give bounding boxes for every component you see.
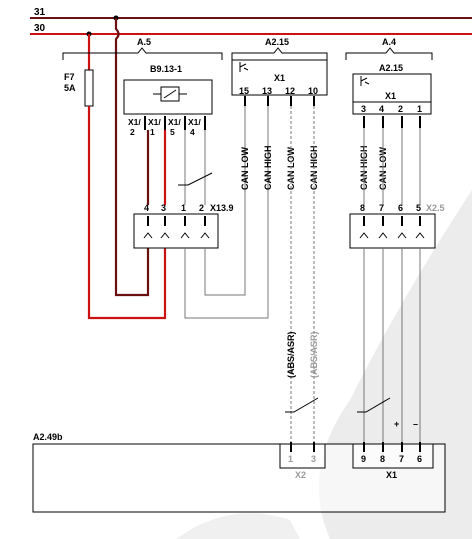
svg-text:12: 12: [285, 86, 295, 96]
svg-text:CAN LOW: CAN LOW: [240, 147, 250, 190]
x25-lower-wires: [363, 248, 421, 455]
svg-text:4: 4: [379, 104, 384, 114]
svg-text:X1/: X1/: [168, 117, 181, 127]
x2-connector-box: [279, 443, 326, 469]
x139-contacts: [147, 216, 206, 226]
a5-pin-labels: X1/ 2 X1/ 1 X1/ 5 X1/ 4: [128, 117, 201, 137]
svg-text:10: 10: [308, 86, 318, 96]
svg-text:1: 1: [181, 203, 186, 213]
a215-box: [231, 59, 328, 96]
svg-text:1: 1: [417, 104, 422, 114]
svg-text:X1/: X1/: [148, 117, 161, 127]
svg-text:6: 6: [417, 454, 422, 464]
x25-contacts: [363, 216, 421, 226]
a215-label: A2.15: [265, 37, 289, 47]
svg-text:X1/: X1/: [188, 117, 201, 127]
a4-wires: [363, 128, 421, 205]
svg-text:8: 8: [360, 203, 365, 213]
svg-text:2: 2: [199, 203, 204, 213]
svg-text:3: 3: [361, 104, 366, 114]
svg-text:3: 3: [161, 203, 166, 213]
a215-bracket: [231, 47, 328, 60]
svg-text:8: 8: [380, 454, 385, 464]
a4-label: A.4: [382, 37, 396, 47]
bus-31-drop-wire: [114, 18, 150, 297]
svg-text:9: 9: [361, 454, 366, 464]
a215-connector: X1: [274, 73, 285, 83]
a4-box: [352, 73, 432, 115]
fuse-f7: [84, 69, 94, 107]
svg-text:4: 4: [144, 203, 149, 213]
x2-label: X2: [295, 470, 306, 480]
x139-wire-2: [204, 95, 246, 296]
relay-symbol-diagonal: [163, 89, 177, 99]
abs-asr-label-2: (ABS/ASR): [309, 331, 319, 378]
x139-wire-1: [184, 95, 269, 319]
relay-label: B9.13-1: [150, 64, 182, 74]
watermark-arc: [176, 513, 300, 539]
x25-connector: [349, 213, 436, 249]
switch-symbol: [178, 172, 213, 186]
a249b-label: A2.49b: [33, 432, 63, 442]
svg-text:15: 15: [239, 86, 249, 96]
fuse-out-wire: [87, 106, 167, 320]
abs-asr-label-1: (ABS/ASR): [286, 331, 296, 378]
svg-text:4: 4: [190, 127, 195, 137]
svg-text:5: 5: [170, 127, 175, 137]
svg-text:X1/: X1/: [128, 117, 141, 127]
a4-connector: X1: [385, 91, 396, 101]
plus-sign: +: [394, 419, 399, 429]
a215-can-labels: CAN LOW CAN HIGH CAN LOW CAN HIGH: [240, 146, 319, 191]
minus-sign: –: [413, 419, 418, 429]
svg-text:2: 2: [130, 127, 135, 137]
bus-31-label: 31: [34, 7, 46, 18]
x1-contacts: [363, 442, 421, 452]
svg-text:7: 7: [379, 203, 384, 213]
x25-label: X2.5: [426, 203, 445, 213]
x1-label: X1: [386, 470, 397, 480]
svg-text:2: 2: [398, 104, 403, 114]
svg-text:1: 1: [150, 127, 155, 137]
x2-pin-3: 3: [311, 454, 316, 464]
fuse-name: F7: [64, 72, 75, 82]
a5-bracket: [62, 47, 223, 60]
relay-box: [123, 79, 213, 115]
bus-30-label: 30: [34, 23, 46, 34]
a4-contacts: [363, 116, 421, 128]
x25-switch-symbol: [357, 397, 391, 413]
x139-chevrons: [143, 232, 210, 239]
x2-pin-1: 1: [288, 454, 293, 464]
a4-sublabel: A2.15: [379, 63, 403, 73]
fuse-rating: 5A: [64, 83, 76, 93]
svg-text:6: 6: [398, 203, 403, 213]
a4-bracket: [345, 47, 433, 60]
a215-contacts: [244, 96, 315, 106]
x139-label: X13.9: [210, 203, 234, 213]
a5-label: A.5: [137, 37, 151, 47]
a4-symbol: [360, 76, 370, 86]
a4-pin-numbers: 3 4 2 1: [361, 104, 422, 114]
a215-symbol: [239, 62, 249, 72]
abs-switch-symbol: [285, 397, 319, 413]
a215-pin-numbers: 15 13 12 10: [239, 86, 318, 96]
svg-text:7: 7: [399, 454, 404, 464]
x139-pin-numbers: 4 3 1 2: [144, 203, 204, 213]
svg-text:5: 5: [416, 203, 421, 213]
x2-contacts: [290, 442, 315, 452]
svg-text:13: 13: [262, 86, 272, 96]
x1-pin-numbers: 9 8 7 6: [361, 454, 422, 464]
x25-chevrons: [359, 232, 425, 239]
x25-pin-numbers: 8 7 6 5: [360, 203, 421, 213]
svg-text:CAN HIGH: CAN HIGH: [263, 146, 273, 191]
a4-can-labels: CAN HIGH CAN LOW: [359, 146, 388, 191]
